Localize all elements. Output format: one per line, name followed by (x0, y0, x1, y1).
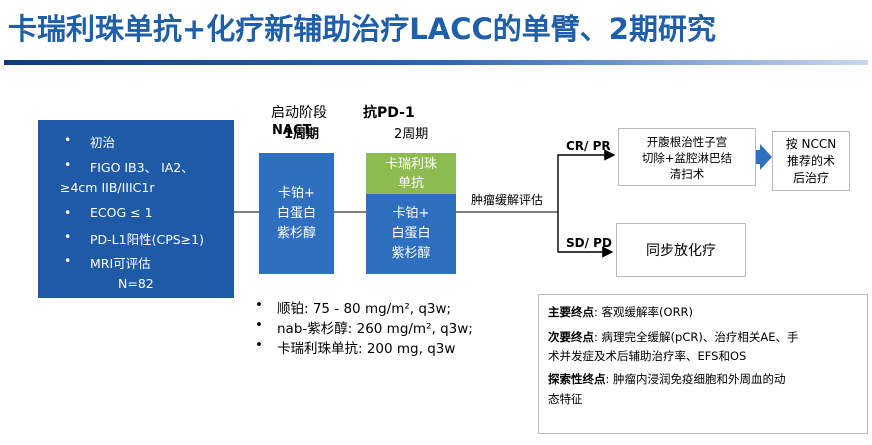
eligibility-item: MRI可评估 (90, 256, 151, 271)
box-line: 后治疗 (792, 171, 829, 185)
exploratory-endpoint-cont: 态特征 (548, 392, 583, 406)
pd1-chemo-box: 卡铂+ 白蛋白 紫杉醇 (366, 194, 456, 274)
title-underline (4, 60, 868, 65)
box-line: 紫杉醇 (276, 226, 316, 241)
bullet-icon: • (255, 337, 263, 353)
branch-cr-pr: CR/ PR (566, 139, 611, 153)
box-line: 清扫术 (669, 167, 705, 181)
box-line: 推荐的术 (786, 154, 835, 168)
primary-endpoint-label: 主要终点 (548, 305, 594, 319)
box-line: 紫杉醇 (391, 246, 431, 261)
phase1-header: 启动阶段 (271, 105, 327, 121)
dose-text: 顺铂: 75 - 80 mg/m², q3w; (277, 301, 452, 317)
sample-size: N=82 (118, 276, 154, 291)
box-line: 白蛋白 (391, 226, 431, 241)
post-op-therapy-box: 按 NCCN 推荐的术 后治疗 (772, 131, 850, 191)
bullet-icon: • (64, 229, 72, 244)
box-line: 开腹根治性子宫 (646, 135, 728, 149)
page-title: 卡瑞利珠单抗+化疗新辅助治疗LACC的单臂、2期研究 (8, 12, 716, 46)
branch-sd-pd: SD/ PD (566, 236, 612, 250)
colon: : (605, 372, 614, 386)
phase2-cycles: 2周期 (394, 127, 429, 142)
secondary-endpoint: 次要终点: 病理完全缓解(pCR)、治疗相关AE、手 (548, 329, 798, 346)
dose-text: nab-紫杉醇: 260 mg/m², q3w; (277, 321, 473, 337)
bullet-icon: • (64, 157, 72, 172)
secondary-endpoint-text: 病理完全缓解(pCR)、治疗相关AE、手 (601, 330, 799, 344)
eligibility-item: FIGO IB3、 IA2、 (90, 160, 194, 175)
eligibility-item: ≥4cm IIB/IIIC1r (60, 180, 155, 195)
connector-branch-lower (557, 212, 614, 258)
bullet-icon: • (64, 132, 72, 147)
radical-surgery-box: 开腹根治性子宫 切除+盆腔淋巴结 清扫术 (618, 128, 756, 186)
phase1-subheader: NACT (272, 123, 312, 138)
box-line: 切除+盆腔淋巴结 (641, 151, 733, 165)
bullet-icon: • (64, 205, 72, 220)
connector-branch-upper (557, 149, 616, 212)
secondary-endpoint-cont: 术并发症及术后辅助治疗率、EFS和OS (548, 349, 747, 363)
box-line: 卡铂+ (392, 206, 430, 221)
endpoints-box: 主要终点: 客观缓解率(ORR) 次要终点: 病理完全缓解(pCR)、治疗相关A… (538, 294, 868, 434)
tumor-response-label: 肿瘤缓解评估 (471, 193, 544, 207)
camrelizumab-box: 卡瑞利珠 单抗 (366, 153, 456, 194)
exploratory-endpoint: 探索性终点: 肿瘤内浸润免疫细胞和外周血的动 (548, 371, 786, 388)
bullet-icon: • (255, 297, 263, 313)
dose-text: 卡瑞利珠单抗: 200 mg, q3w (277, 341, 456, 357)
primary-endpoint-text: 客观缓解率(ORR) (601, 305, 694, 319)
box-line: 卡铂+ (278, 186, 315, 201)
exploratory-endpoint-text: 肿瘤内浸润免疫细胞和外周血的动 (613, 372, 786, 386)
bullet-icon: • (255, 317, 263, 333)
box-line: 白蛋白 (276, 206, 316, 221)
eligibility-item: PD-L1阳性(CPS≥1) (90, 232, 204, 247)
eligibility-item: 初治 (90, 135, 116, 150)
eligibility-item: ECOG ≤ 1 (90, 205, 153, 220)
phase2-header: 抗PD-1 (363, 105, 415, 121)
bullet-icon: • (64, 253, 72, 268)
chemoradiation-box: 同步放化疗 (616, 223, 746, 277)
eligibility-box: • 初治 • FIGO IB3、 IA2、 ≥4cm IIB/IIIC1r • … (38, 120, 234, 298)
nact-chemo-box: 卡铂+ 白蛋白 紫杉醇 (259, 153, 334, 274)
primary-endpoint: 主要终点: 客观缓解率(ORR) (548, 304, 693, 321)
colon: : (594, 305, 602, 319)
box-line: 单抗 (397, 176, 424, 191)
phase1-cycles: 1周期 (284, 127, 320, 142)
exploratory-endpoint-label: 探索性终点 (548, 372, 606, 386)
secondary-endpoint-label: 次要终点 (548, 330, 594, 344)
colon: : (594, 330, 602, 344)
box-line: 卡瑞利珠 (384, 157, 437, 172)
box-line: 按 NCCN (785, 137, 837, 151)
